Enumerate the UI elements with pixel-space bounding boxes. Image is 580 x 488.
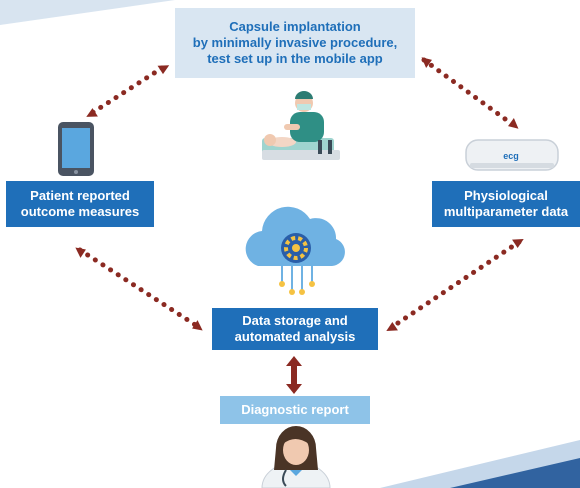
arrowhead	[508, 118, 519, 129]
report-box: Diagnostic report	[220, 396, 370, 424]
capsule-box: Capsule implantation by minimally invasi…	[175, 8, 415, 78]
physio-label: Physiological multiparameter data	[443, 188, 569, 219]
arrowhead	[75, 247, 86, 258]
arrowhead	[386, 322, 398, 331]
connector-physio-storage	[389, 239, 522, 330]
storage-label: Data storage and automated analysis	[234, 313, 356, 344]
arrowhead	[86, 108, 98, 117]
double-arrow	[286, 356, 302, 394]
top-left-band	[0, 0, 175, 25]
report-label: Diagnostic report	[241, 402, 349, 417]
arrowhead	[512, 239, 524, 248]
bottom-right-band-dark	[450, 458, 580, 488]
patient-box: Patient reported outcome measures	[6, 181, 154, 227]
storage-box: Data storage and automated analysis	[212, 308, 378, 350]
capsule-label: Capsule implantation by minimally invasi…	[192, 19, 398, 66]
connector-capsule-tablet	[89, 65, 165, 116]
arrowhead	[157, 65, 170, 75]
arrowhead	[421, 57, 432, 68]
arrowhead	[192, 320, 203, 331]
patient-label: Patient reported outcome measures	[20, 188, 140, 219]
connector-patient-storage	[77, 247, 200, 329]
physio-box: Physiological multiparameter data	[432, 181, 580, 227]
connector-capsule-device	[421, 57, 515, 127]
